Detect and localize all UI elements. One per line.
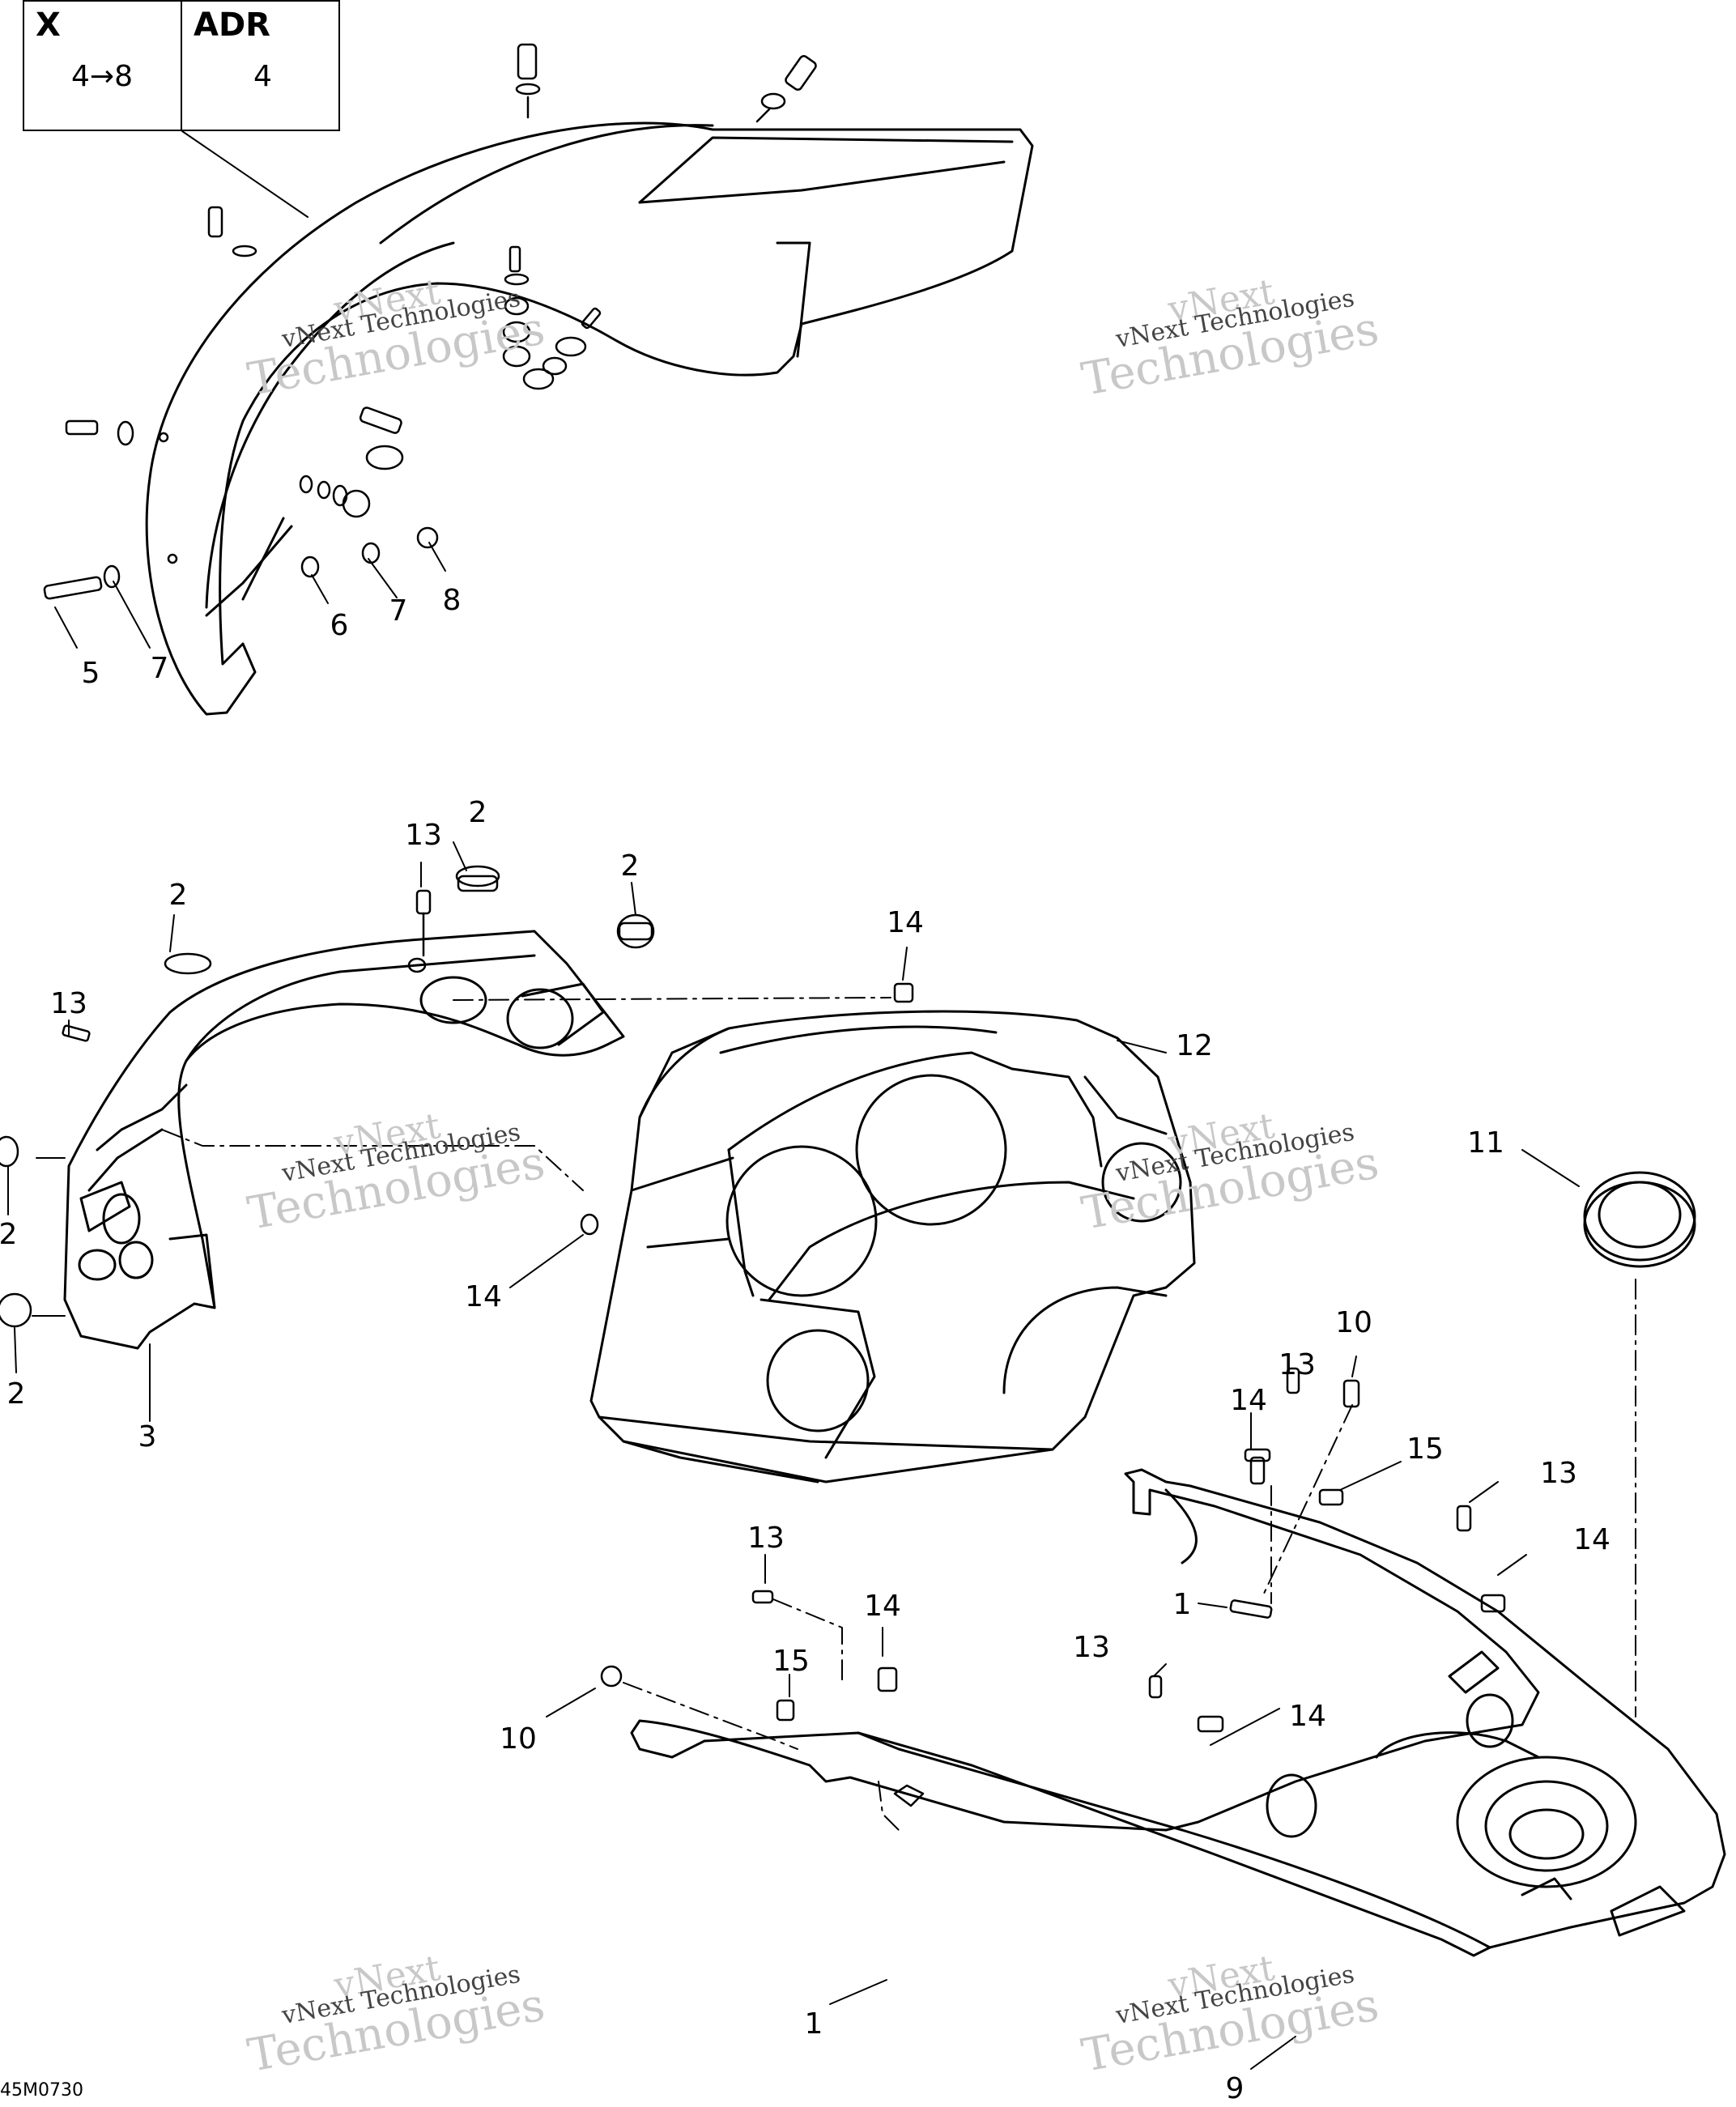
callout-label: 14: [465, 1280, 502, 1313]
callout-label: 10: [1335, 1306, 1372, 1339]
legend-cell-x: X 4→8: [23, 0, 182, 131]
legend-table: X 4→8 ADR 4: [23, 0, 340, 131]
legend-header-x: X: [36, 6, 61, 44]
windshield: [145, 121, 1034, 716]
callout-label: 15: [1406, 1432, 1444, 1466]
leader-lines-top: [54, 130, 446, 649]
legend-value-adr: 4: [253, 60, 272, 93]
legend-header-adr: ADR: [194, 6, 270, 44]
left-housing-hardware: [0, 865, 655, 1328]
callout-label: 12: [1176, 1029, 1213, 1062]
callout-label: 13: [405, 819, 442, 852]
callout-label: 7: [389, 594, 408, 628]
callout-label: 2: [168, 879, 188, 912]
callout-label: 7: [150, 652, 169, 685]
console-leader-lines: [546, 1356, 1527, 2070]
callout-label: 15: [772, 1645, 810, 1678]
callout-label: 1: [804, 2007, 823, 2041]
callout-label: 14: [1289, 1700, 1326, 1733]
callout-label: 10: [500, 1722, 537, 1756]
callout-label: 13: [1279, 1348, 1316, 1381]
callout-label: 14: [864, 1590, 901, 1623]
grommet: [1583, 1171, 1696, 1268]
callout-label: 14: [887, 906, 924, 939]
callout-label: 14: [1230, 1384, 1267, 1417]
console-dash-lines: [623, 1404, 1353, 1831]
callout-label: 3: [138, 1420, 157, 1454]
callout-label: 13: [50, 987, 87, 1020]
callout-label: 5: [81, 657, 100, 690]
callout-label: 2: [6, 1377, 26, 1411]
legend-value-x: 4→8: [71, 60, 133, 93]
callout-label: 6: [330, 609, 349, 642]
lower-console: [630, 1468, 1726, 1957]
callout-label: 14: [1573, 1523, 1610, 1556]
figure-code: 45M0730: [0, 2080, 83, 2101]
callout-label: 13: [1540, 1457, 1577, 1490]
callout-label: 2: [0, 1218, 18, 1251]
leader-lines-left: [7, 841, 636, 1422]
gauge-cluster: [589, 1010, 1196, 1483]
callout-label: 11: [1467, 1126, 1504, 1160]
cluster-hardware: [893, 982, 914, 1003]
cluster-leader-lines: [902, 947, 1167, 1054]
callout-label: 2: [620, 849, 640, 883]
legend-cell-adr: ADR 4: [181, 0, 340, 131]
windshield-hardware: [43, 43, 817, 600]
callout-label: 2: [468, 796, 487, 829]
callout-label: 9: [1225, 2072, 1245, 2105]
callout-label: 8: [442, 584, 462, 617]
callout-label: 1: [1172, 1588, 1192, 1621]
callout-label: 13: [747, 1522, 785, 1555]
left-housing: [63, 930, 625, 1350]
callout-label: 13: [1073, 1631, 1110, 1664]
dash-lines-left: [161, 997, 891, 1191]
grommet-leader: [1521, 1149, 1580, 1187]
